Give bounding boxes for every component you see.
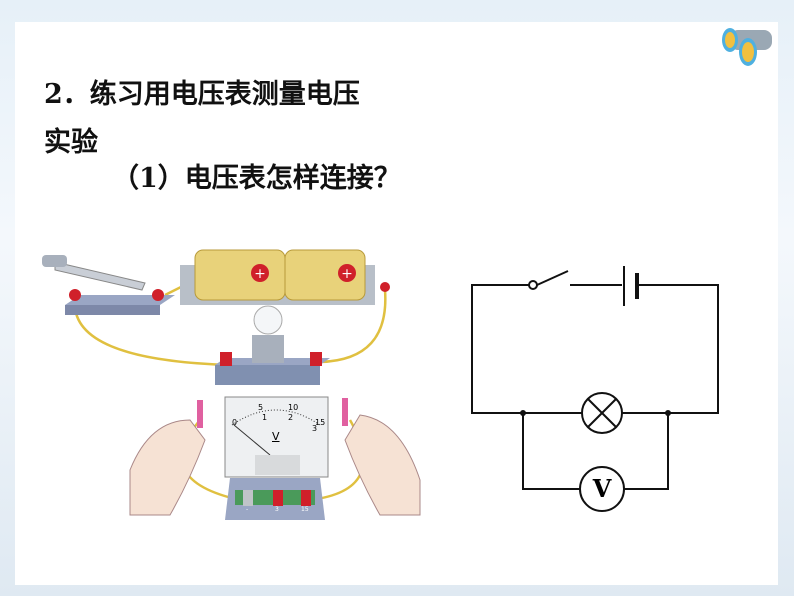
svg-text:+: + <box>254 266 266 282</box>
svg-text:+: + <box>341 266 353 282</box>
lamp-symbol <box>581 392 623 434</box>
terminal <box>152 289 164 301</box>
scale-label: 15 <box>315 418 326 427</box>
subheading: （1）电压表怎样连接？ <box>112 163 401 194</box>
scale-label: 1 <box>262 413 268 422</box>
heading-line1: 2．练习用电压表测量电压 <box>44 79 360 110</box>
scale-label: 0 <box>232 418 238 427</box>
scale-label: 5 <box>258 403 264 412</box>
scale-label: 10 <box>288 403 299 412</box>
voltmeter-symbol-label: V <box>592 474 612 503</box>
terminal <box>69 289 81 301</box>
scale-label: 3 <box>312 424 318 433</box>
terminal-label: 15 <box>301 506 309 513</box>
scale-label: 2 <box>288 413 294 422</box>
heading-line2: 实验 <box>44 127 98 158</box>
battery-plus-icon: + + <box>251 264 356 282</box>
voltmeter-symbol <box>579 466 625 512</box>
terminal-label: - <box>246 506 249 513</box>
unit-label: V <box>272 430 280 443</box>
terminal-label: 3 <box>275 506 279 513</box>
switch <box>536 270 569 286</box>
